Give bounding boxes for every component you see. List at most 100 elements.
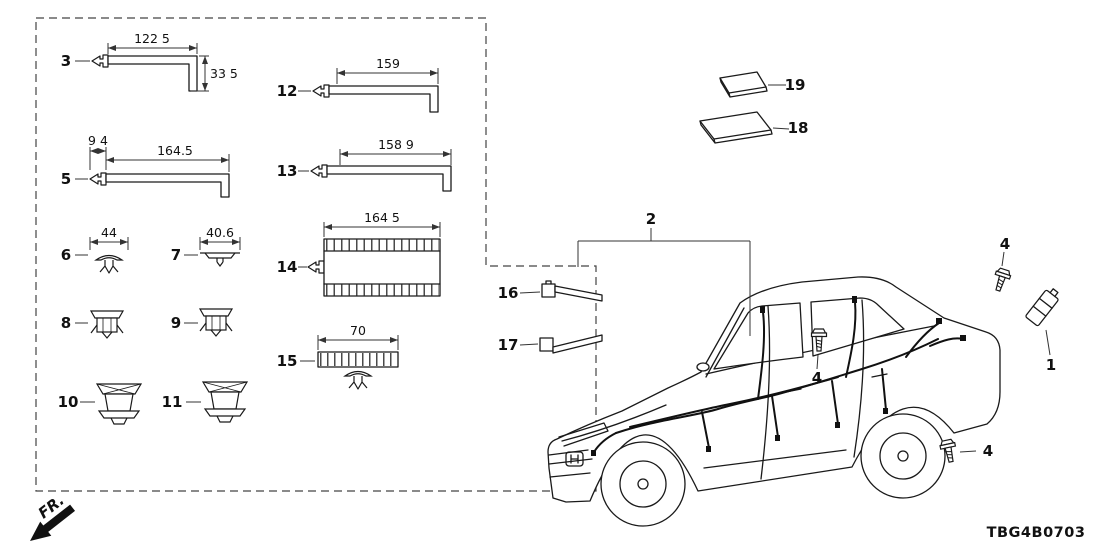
- part-7-group: 7 40.6: [171, 225, 241, 267]
- harness-stub-3: [831, 380, 839, 425]
- part-14-group: 14 164 5: [277, 210, 441, 297]
- part-1-bracket-group: [1025, 288, 1059, 327]
- part-10-group: 10: [58, 383, 142, 425]
- car-door-handle-rear: [871, 373, 888, 378]
- harness-connector: [591, 450, 596, 456]
- part-18-group: 18: [699, 111, 809, 144]
- dim-14-label: 164 5: [364, 210, 400, 225]
- callout-4-top: 4: [1000, 235, 1010, 253]
- part-11-group: 11: [162, 381, 248, 423]
- part-1-bracket: [1025, 289, 1059, 327]
- diagram-code: TBG4B0703: [987, 525, 1086, 541]
- car-headlight: [558, 422, 609, 447]
- callout-9: 9: [171, 314, 181, 332]
- part-12-clip-icon: [312, 84, 330, 98]
- part-18-pad: [699, 111, 772, 140]
- car-door-line-rear: [853, 299, 865, 458]
- car-hood-seam: [561, 404, 667, 442]
- car-front-window: [713, 302, 804, 370]
- part-1-group: 1: [1025, 288, 1059, 374]
- dim-12-label: 159: [376, 56, 400, 71]
- callout-6: 6: [61, 246, 71, 264]
- callout-18: 18: [788, 119, 809, 137]
- fr-arrow-icon: [30, 504, 76, 541]
- part-5-strap: [105, 173, 230, 198]
- harness-connector: [936, 318, 942, 324]
- dim-5-length-label: 164.5: [157, 143, 193, 158]
- callout-17: 17: [498, 336, 519, 354]
- callout-4-middle: 4: [812, 369, 822, 387]
- harness-connector: [883, 408, 888, 414]
- dim-7-label: 40.6: [206, 225, 234, 240]
- part-7-clip-icon: [199, 252, 241, 267]
- callout-2-group: 2: [577, 210, 751, 336]
- part-14-clip-icon: [307, 260, 325, 274]
- dim-5-length-group: 164.5: [106, 143, 230, 172]
- callout-2: 2: [646, 210, 656, 228]
- part-6-group: 6 44: [61, 225, 129, 274]
- part-15-band: [317, 351, 399, 368]
- harness-connector: [852, 296, 857, 303]
- part-16-group: 16: [498, 280, 603, 302]
- part-16-clip-tab: [545, 280, 552, 285]
- harness-branch-rear-up: [905, 322, 940, 358]
- part-10-clip-icon: [96, 383, 142, 425]
- part-19-pad: [719, 71, 767, 94]
- bolt-icon-top: [990, 266, 1013, 294]
- harness-second-run: [629, 376, 839, 428]
- car-rear-rim: [879, 432, 927, 480]
- callout-15: 15: [277, 352, 298, 370]
- callout-11: 11: [162, 393, 183, 411]
- harness-branch-cpillar: [845, 301, 857, 378]
- harness-connector: [835, 422, 840, 428]
- callout-7: 7: [171, 246, 181, 264]
- dim-5-clip-group: 9 4: [88, 133, 108, 170]
- leader-line-4-middle: [816, 354, 819, 370]
- part-5-clip-icon: [89, 172, 107, 186]
- car-door-line-front: [760, 305, 771, 480]
- callout-19: 19: [785, 76, 806, 94]
- dim-6-label: 44: [101, 225, 117, 240]
- part-12-group: 12 159: [277, 56, 439, 113]
- car-front-hub: [637, 478, 649, 490]
- part-12-strap: [328, 85, 439, 113]
- part-19-pad-thickness: [719, 77, 768, 98]
- part-13-strap: [326, 165, 452, 192]
- wire-harness: [591, 296, 966, 456]
- part-15-clip-icon: [344, 370, 372, 390]
- dim-3-height-group: 33 5: [191, 55, 238, 92]
- leader-line-17: [519, 343, 539, 346]
- part-17-group: 17: [498, 334, 603, 354]
- part-4-top-group: 4: [990, 235, 1013, 294]
- part-9-group: 9: [171, 308, 233, 337]
- part-3-clip-icon: [91, 54, 109, 68]
- dim-5-clip-label: 9 4: [88, 133, 108, 148]
- car-honda-emblem: [565, 451, 584, 467]
- part-16-clip: [541, 283, 556, 298]
- callout-16: 16: [498, 284, 519, 302]
- part-19-group: 19: [719, 71, 806, 98]
- dim-3-height-label: 33 5: [210, 66, 238, 81]
- part-4-bottom-group: 4: [938, 438, 993, 464]
- part-8-clip-icon: [90, 310, 124, 339]
- part-14-band: [323, 238, 441, 297]
- callout-12: 12: [277, 82, 298, 100]
- part-5-group: 5 9 4 164.5: [61, 133, 230, 198]
- harness-connector: [960, 335, 966, 341]
- part-11-clip-icon: [202, 381, 248, 423]
- car: [547, 276, 1001, 527]
- callout-2-leader: [577, 228, 751, 336]
- car-rear-window: [810, 297, 905, 357]
- part-3-strap: [107, 55, 198, 92]
- car-front-rim: [619, 460, 667, 508]
- dim-13-label: 158 9: [378, 137, 414, 152]
- callout-14: 14: [277, 258, 298, 276]
- leader-line-18: [772, 127, 790, 130]
- leader-line-4-bottom: [959, 450, 977, 453]
- part-15-group: 15 70: [277, 323, 399, 390]
- detail-boundary-dashed: [35, 17, 597, 492]
- callout-4-bottom: 4: [983, 442, 993, 460]
- car-windshield-inner: [705, 307, 745, 378]
